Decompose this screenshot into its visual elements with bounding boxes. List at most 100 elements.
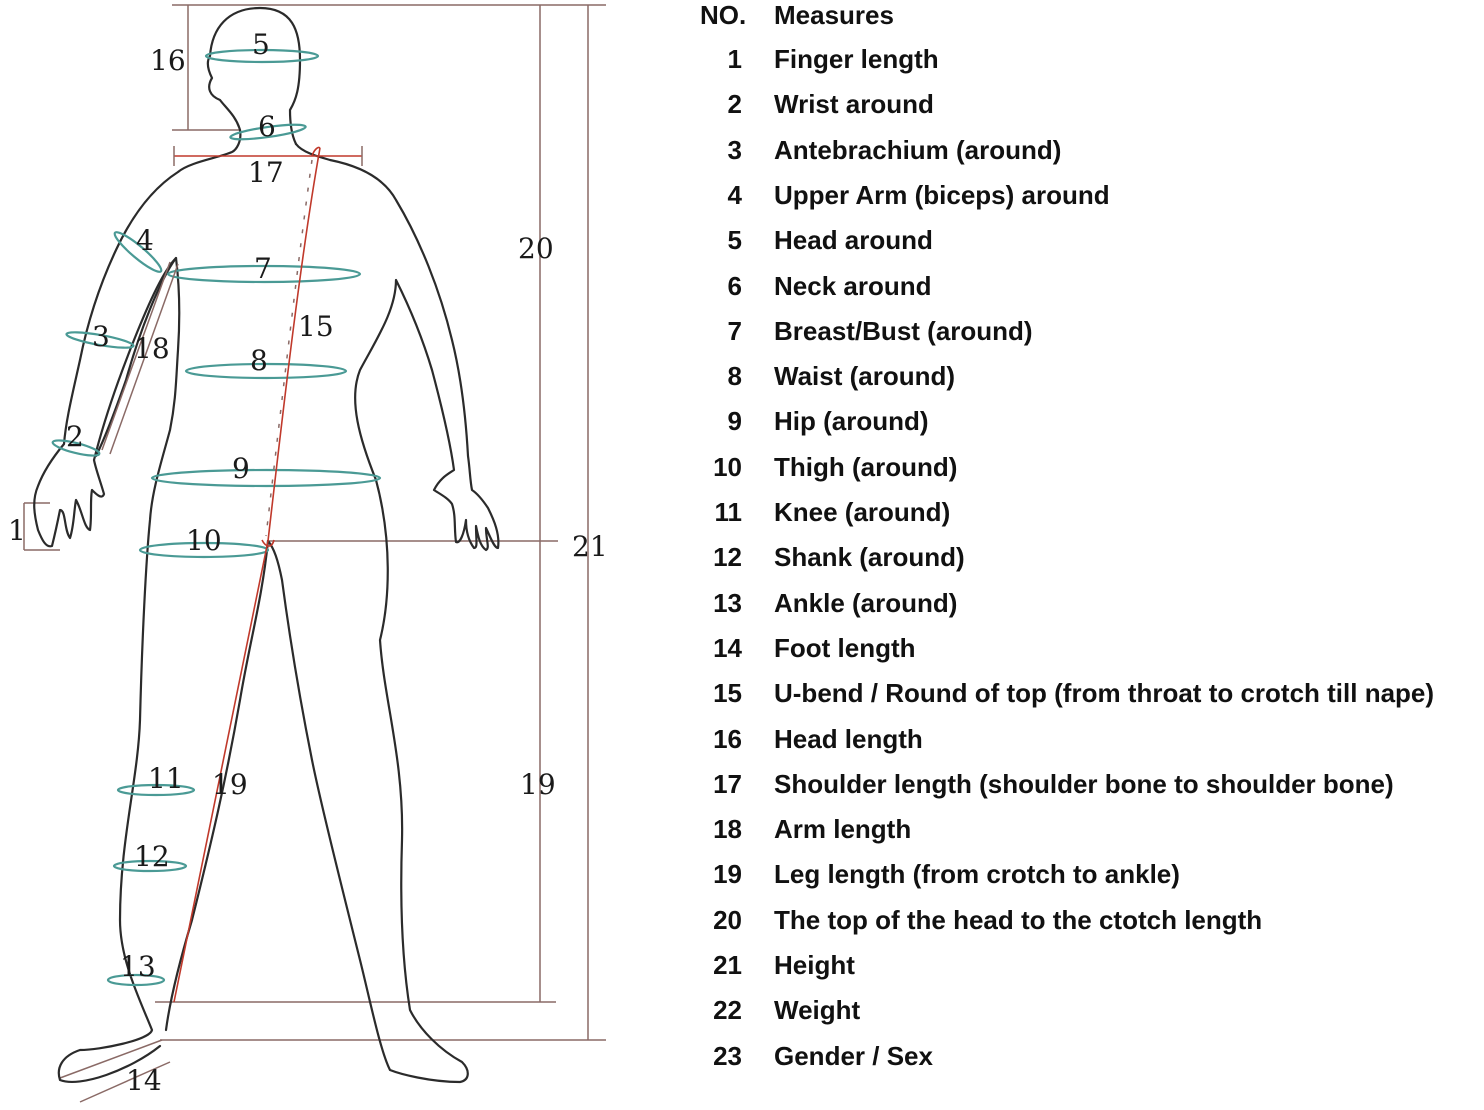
neck-band: [229, 123, 307, 141]
knee-band: [116, 783, 196, 797]
label-5: 5: [252, 28, 270, 61]
legend-item-label: Wrist around: [774, 89, 934, 120]
legend-item-label: Leg length (from crotch to ankle): [774, 859, 1180, 890]
u-bend-front-line: [267, 147, 321, 542]
legend-item-label: Waist (around): [774, 361, 956, 392]
legend-item-label: Ankle (around): [774, 587, 958, 618]
label-21: 21: [572, 530, 608, 563]
legend-item-number: 23: [713, 1040, 742, 1071]
label-9: 9: [232, 452, 250, 485]
label-17: 17: [248, 156, 284, 189]
legend-item-label: Head around: [774, 225, 933, 256]
dimension-lines: [23, 4, 606, 1103]
legend-item-label: Upper Arm (biceps) around: [774, 179, 1110, 210]
legend-item-number: 9: [727, 406, 742, 437]
red-measure-lines: [101, 146, 363, 1003]
shank-band: [112, 859, 188, 873]
label-4: 4: [136, 224, 154, 257]
arm-length-line: [101, 261, 171, 451]
ankle-band: [106, 973, 166, 987]
legend-item-label: Shank (around): [774, 542, 965, 573]
head-outline: [206, 6, 302, 146]
label-12: 12: [134, 840, 170, 873]
label-18: 18: [134, 332, 170, 365]
legend-item-number: 20: [713, 904, 742, 935]
legend-item-number: 15: [713, 678, 742, 709]
figure-labels: 1 2 3 4 5 6 7 8 9 10 11 12 13 14 15 16 1…: [8, 28, 608, 1097]
label-15: 15: [298, 310, 334, 343]
head-band: [204, 48, 320, 64]
leg-length-line: [173, 540, 269, 1003]
legend-item-number: 1: [727, 44, 742, 74]
legend-item-number: 3: [727, 134, 742, 165]
legend-item-number: 18: [713, 814, 742, 845]
label-20: 20: [518, 232, 554, 265]
legend-item-number: 19: [713, 859, 742, 890]
waist-band: [184, 362, 348, 380]
legend-item-label: Arm length: [774, 814, 912, 845]
bust-band: [166, 264, 362, 284]
legend-item-number: 17: [713, 768, 742, 799]
label-3: 3: [92, 320, 110, 353]
label-11: 11: [148, 762, 184, 795]
forearm-band: [65, 331, 135, 349]
legend-item-number: 11: [714, 497, 743, 527]
header-no: NO.: [700, 0, 747, 30]
legend-item-number: 22: [713, 995, 742, 1026]
label-19-right: 19: [520, 768, 556, 801]
legend-item-number: 8: [727, 361, 742, 392]
arm-length-line-inner: [109, 263, 179, 455]
label-1: 1: [8, 514, 26, 547]
wrist-band: [51, 439, 101, 457]
legend-item-number: 12: [713, 542, 742, 573]
legend-item-label: The top of the head to the ctotch length: [774, 904, 1263, 935]
thigh-band: [138, 541, 270, 559]
legend-item-label: Hip (around): [774, 406, 929, 437]
legend-item-number: 14: [713, 632, 742, 663]
legend-item-number: 5: [727, 225, 742, 256]
legend-item-label: Finger length: [774, 44, 939, 74]
legend-item-number: 2: [727, 89, 742, 120]
label-6: 6: [258, 110, 276, 143]
legend-item-number: 4: [727, 179, 742, 210]
label-19-left: 19: [212, 768, 248, 801]
u-bend-top: [311, 146, 321, 157]
body-measurement-figure: 1 2 3 4 5 6 7 8 9 10 11 12 13 14 15 16 1…: [8, 4, 608, 1103]
legend-item-label: Neck around: [774, 270, 932, 301]
legend-item-number: 10: [713, 451, 742, 482]
legend-item-label: Shoulder length (shoulder bone to should…: [774, 768, 1394, 799]
legend-item-label: Antebrachium (around): [774, 134, 1062, 165]
legend-item-label: Gender / Sex: [774, 1040, 933, 1071]
label-16: 16: [150, 44, 186, 77]
legend-item-label: Knee (around): [774, 497, 951, 527]
upper-arm-band: [113, 231, 163, 273]
legend-item-label: Breast/Bust (around): [774, 315, 1033, 346]
label-2: 2: [66, 420, 84, 453]
label-14: 14: [126, 1064, 162, 1097]
foot-length-line-lower: [79, 1061, 171, 1103]
body-outline: [33, 6, 500, 1084]
legend-item-label: Height: [774, 950, 855, 980]
foot-length-line: [59, 1039, 163, 1079]
legend-item-number: 7: [727, 315, 742, 346]
legend-item-number: 16: [713, 723, 742, 754]
label-7: 7: [254, 252, 272, 285]
torso-left-outline: [33, 128, 242, 1084]
inner-left-leg-outline: [164, 539, 270, 1032]
u-bend-back-line: [265, 159, 313, 537]
legend-item-label: Foot length: [774, 632, 916, 663]
crotch-mark: [261, 539, 275, 547]
legend-item-number: 6: [727, 270, 742, 301]
header-measures: Measures: [774, 0, 894, 30]
legend-item-label: Weight: [774, 995, 861, 1026]
torso-right-outline: [266, 142, 500, 1084]
hip-band: [150, 468, 382, 488]
legend-item-label: U-bend / Round of top (from throat to cr…: [774, 678, 1435, 709]
legend-item-label: Thigh (around): [774, 451, 958, 482]
label-13: 13: [120, 950, 156, 983]
legend-item-number: 13: [713, 587, 742, 618]
legend-item-label: Head length: [774, 723, 923, 754]
label-10: 10: [186, 524, 222, 557]
measures-legend: NO. Measures 1 Finger length 2 Wrist around…: [698, 0, 1484, 1110]
circumference-bands: [51, 48, 382, 987]
